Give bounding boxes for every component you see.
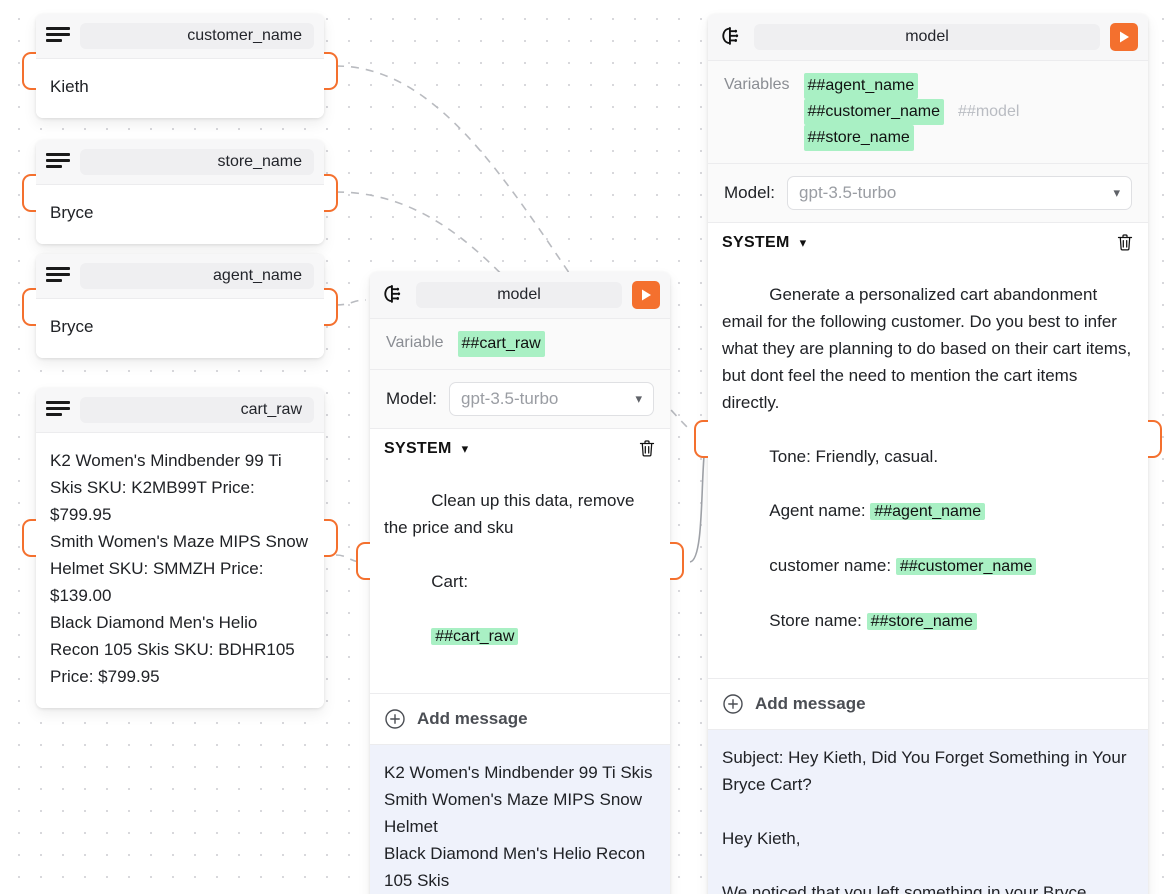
input-handle[interactable]: [356, 542, 370, 580]
brain-icon: [384, 284, 401, 303]
chevron-down-icon[interactable]: ▾: [461, 440, 469, 456]
node-title[interactable]: model: [416, 282, 622, 308]
node-store-name[interactable]: store_name Bryce: [22, 140, 338, 244]
node-model-right[interactable]: model Variables ##agent_name ##customer_…: [694, 14, 1162, 894]
variable-chip[interactable]: ##customer_name: [803, 99, 945, 125]
align-left-icon: [46, 153, 70, 171]
node-customer-name[interactable]: customer_name Kieth: [22, 14, 338, 118]
node-header: cart_raw: [36, 388, 324, 433]
output-handle[interactable]: [1148, 420, 1162, 458]
variable-chip[interactable]: ##agent_name: [803, 73, 919, 99]
message-line: Clean up this data, remove the price and…: [384, 491, 640, 537]
chevron-down-icon[interactable]: ▾: [799, 234, 807, 250]
input-handle[interactable]: [22, 519, 36, 557]
input-handle[interactable]: [694, 420, 708, 458]
model-row: Model: gpt-3.5-turbo ▾: [708, 164, 1148, 223]
message-line: Cart:: [431, 572, 469, 591]
align-left-icon: [46, 267, 70, 285]
variables-row: Variables ##agent_name ##customer_name #…: [708, 61, 1148, 164]
plus-circle-icon: [385, 709, 405, 729]
model-row: Model: gpt-3.5-turbo ▾: [370, 370, 670, 429]
run-button[interactable]: [632, 281, 660, 309]
message-variable-chip[interactable]: ##cart_raw: [431, 628, 519, 645]
run-icon: [1119, 31, 1129, 43]
variable-chip[interactable]: ##store_name: [803, 125, 914, 151]
model-select[interactable]: gpt-3.5-turbo ▾: [449, 382, 654, 416]
message-variable-chip[interactable]: ##store_name: [866, 613, 977, 630]
node-title[interactable]: customer_name: [80, 23, 314, 49]
input-handle[interactable]: [22, 52, 36, 90]
add-message-label: Add message: [417, 709, 528, 728]
input-handle[interactable]: [22, 288, 36, 326]
message-line: Tone: Friendly, casual.: [769, 447, 939, 466]
output-handle[interactable]: [324, 52, 338, 90]
node-agent-name[interactable]: agent_name Bryce: [22, 254, 338, 358]
node-output[interactable]: Subject: Hey Kieth, Did You Forget Somet…: [708, 730, 1148, 894]
node-cart-raw[interactable]: cart_raw K2 Women's Mindbender 99 Ti Ski…: [22, 388, 338, 708]
model-select-value: gpt-3.5-turbo: [799, 183, 897, 202]
message-body[interactable]: Clean up this data, remove the price and…: [384, 460, 656, 677]
message-block: SYSTEM ▾ Clean up this data, remove the …: [370, 429, 670, 694]
edge-agent-name: [335, 299, 367, 306]
message-line: customer name:: [769, 556, 896, 575]
output-handle[interactable]: [324, 288, 338, 326]
variables-list: ##cart_raw: [457, 331, 545, 357]
node-header: store_name: [36, 140, 324, 185]
message-line: Agent name:: [769, 501, 871, 520]
variables-row: Variable ##cart_raw: [370, 319, 670, 370]
node-title[interactable]: cart_raw: [80, 397, 314, 423]
message-block: SYSTEM ▾ Generate a personalized cart ab…: [708, 223, 1148, 679]
variable-chip-unused[interactable]: ##model: [958, 103, 1020, 120]
message-variable-chip[interactable]: ##agent_name: [870, 503, 986, 520]
plus-circle-icon: [723, 694, 743, 714]
variables-label: Variable: [386, 334, 444, 351]
add-message-button[interactable]: Add message: [708, 679, 1148, 730]
message-role: SYSTEM: [384, 439, 452, 457]
message-line: Generate a personalized cart abandonment…: [722, 285, 1136, 412]
delete-icon[interactable]: [1116, 233, 1134, 252]
delete-icon[interactable]: [638, 439, 656, 458]
node-text-value[interactable]: Bryce: [50, 317, 94, 336]
model-label: Model:: [386, 389, 438, 408]
input-handle[interactable]: [22, 174, 36, 212]
node-model-middle[interactable]: model Variable ##cart_raw Model: gpt-3.5…: [356, 272, 684, 894]
run-button[interactable]: [1110, 23, 1138, 51]
node-title[interactable]: store_name: [80, 149, 314, 175]
node-text-value[interactable]: Kieth: [50, 77, 89, 96]
brain-icon: [722, 26, 739, 45]
node-header: customer_name: [36, 14, 324, 59]
align-left-icon: [46, 27, 70, 45]
message-body[interactable]: Generate a personalized cart abandonment…: [722, 254, 1134, 662]
output-handle[interactable]: [324, 519, 338, 557]
model-label: Model:: [724, 183, 776, 202]
add-message-button[interactable]: Add message: [370, 694, 670, 745]
variables-label: Variables: [724, 76, 790, 93]
output-handle[interactable]: [670, 542, 684, 580]
output-handle[interactable]: [324, 174, 338, 212]
add-message-label: Add message: [755, 694, 866, 713]
message-role: SYSTEM: [722, 233, 790, 251]
node-header: agent_name: [36, 254, 324, 299]
message-variable-chip[interactable]: ##customer_name: [895, 558, 1037, 575]
variable-chip[interactable]: ##cart_raw: [457, 331, 545, 357]
node-text-value[interactable]: K2 Women's Mindbender 99 Ti Skis SKU: K2…: [50, 451, 309, 686]
message-line: Store name:: [769, 611, 867, 630]
node-output[interactable]: K2 Women's Mindbender 99 Ti Skis Smith W…: [370, 745, 670, 894]
variables-list: ##agent_name ##customer_name ##model ##s…: [803, 73, 1024, 151]
message-header: SYSTEM ▾: [384, 439, 656, 458]
chevron-down-icon: ▾: [635, 391, 642, 406]
message-header: SYSTEM ▾: [722, 233, 1134, 252]
node-title[interactable]: model: [754, 24, 1100, 50]
node-header: model: [370, 272, 670, 319]
run-icon: [641, 289, 651, 301]
model-select-value: gpt-3.5-turbo: [461, 389, 559, 408]
node-text-value[interactable]: Bryce: [50, 203, 94, 222]
node-header: model: [708, 14, 1148, 61]
chevron-down-icon: ▾: [1113, 185, 1120, 200]
node-title[interactable]: agent_name: [80, 263, 314, 289]
model-select[interactable]: gpt-3.5-turbo ▾: [787, 176, 1132, 210]
align-left-icon: [46, 401, 70, 419]
